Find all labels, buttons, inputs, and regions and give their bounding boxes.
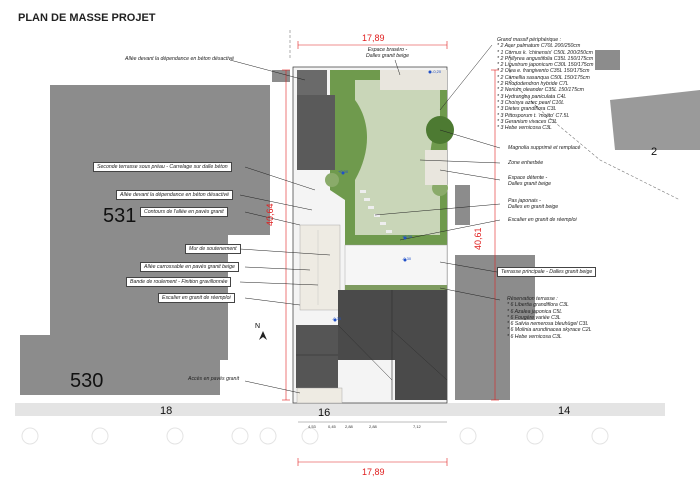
bottom-dimension: 2,88 xyxy=(345,424,353,429)
label-allee-carrossable: Allée carrossable en pavés granit beige xyxy=(140,262,239,273)
reservation-plant-item: * 6 Hebe vernicosa C3L xyxy=(507,333,562,340)
massif-plant-item: * 2 Olea e. frangivento C35L 150/175cm xyxy=(497,68,590,75)
label-japonais-line1: Pas japonais - xyxy=(508,198,541,204)
acces-paves xyxy=(296,387,343,404)
label-espace-detente: Espace détente - Dalles granit beige xyxy=(506,175,553,188)
street-number-14: 14 xyxy=(558,405,571,417)
label-brasero-line1: Espace braséro - xyxy=(367,47,408,53)
label-pas-japonais: Pas japonais - Dalles en granit beige xyxy=(506,198,561,211)
street-number-16: 16 xyxy=(318,407,331,419)
label-magnolia: Magnolia supprimé et remplacé xyxy=(506,145,583,152)
reservation-title: Réservation terrasse : xyxy=(507,296,558,302)
massif-plant-item: * 3 Hebe vernicosa C3L xyxy=(497,125,552,132)
level-label: +0,00 xyxy=(338,169,349,174)
parcel-531: 531 xyxy=(103,205,137,227)
massif-plant-item: * 2 Phillyrea angustifolia C35L 150/175c… xyxy=(497,55,594,62)
level-label: -0,30 xyxy=(402,256,412,261)
label-reservation-terrasse: Réservation terrasse : * 6 Libertia gran… xyxy=(505,296,594,340)
plan-title: PLAN DE MASSE PROJET xyxy=(18,12,156,24)
massif-plant-item: * 2 Ligustrum japonicum C30L 150/175cm xyxy=(497,62,594,69)
building-far-right xyxy=(610,90,700,150)
street-number-18: 18 xyxy=(160,405,173,417)
reservation-plant-item: * 6 Libertia grandiflora C3L xyxy=(507,302,569,309)
label-bande-roulement: Bande de roulement - Finition gravillonn… xyxy=(126,277,232,288)
dimension-right: 40,61 xyxy=(473,227,483,250)
zone-enherbee xyxy=(355,80,440,235)
massif-plant-item: * 2 Camellia sasanqua C50L 150/175cm xyxy=(497,74,590,81)
building-right-small xyxy=(595,50,620,70)
massif-title: Grand massif périphérique : xyxy=(497,37,562,43)
reservation-plant-item: * 6 Molinia arundinacea skyrace C2L xyxy=(507,327,592,334)
parcel-2: 2 xyxy=(651,146,658,158)
level-label: -0,20 xyxy=(432,69,442,74)
allee-carrossable xyxy=(299,224,341,311)
bottom-dimension: 0,45 xyxy=(328,424,336,429)
level-label: +0,00 xyxy=(402,234,413,239)
massif-plant-item: * 3 Geranium vivaces C3L xyxy=(497,118,558,125)
label-grand-massif: Grand massif périphérique : * 2 Acer pal… xyxy=(495,37,596,131)
label-acces-paves: Accès en pavés granit xyxy=(188,376,240,382)
reservation-terrasse xyxy=(345,285,447,291)
preau xyxy=(297,70,327,95)
building-530 xyxy=(20,300,220,395)
building-right-mid xyxy=(455,185,470,225)
label-detente-line2: Dalles granit beige xyxy=(508,181,551,188)
label-seconde-terrasse: Seconde terrasse sous préau - Carrelage … xyxy=(93,162,232,173)
label-detente-line1: Espace détente - xyxy=(508,175,548,181)
dimension-left: 40,64 xyxy=(265,203,275,226)
label-escalier-droite: Escalier en granit de réemploi xyxy=(506,217,579,224)
massif-plant-item: * 3 Dietes grandiflora C3L xyxy=(497,106,557,113)
label-zone-enherbee: Zone enherbée xyxy=(506,160,546,167)
parcel-530: 530 xyxy=(70,370,104,392)
bottom-dimension: 2,88 xyxy=(369,424,377,429)
massif-plant-item: * 3 Choisya aztec pearl C10L xyxy=(497,99,565,106)
label-terrasse-principale: Terrasse principale - Dalles granit beig… xyxy=(497,267,597,278)
label-japonais-line2: Dalles en granit beige xyxy=(508,204,559,211)
reservation-plant-item: * 6 Azalea japonica C5L xyxy=(507,308,563,315)
label-brasero: Espace braséro - Dalles granit beige xyxy=(364,47,411,60)
north-label: N xyxy=(255,323,261,330)
label-contours-allee: Contours de l'allée en pavés granit xyxy=(140,207,228,218)
label-allee-dependance-2: Allée devant la dépendance en béton désa… xyxy=(116,190,234,201)
massif-plant-item: * 2 Acer palmatum C70L 200/250cm xyxy=(497,43,581,50)
massif-plant-item: * 2 Nerium oleander C35L 150/175cm xyxy=(497,87,584,94)
street-band xyxy=(15,403,665,416)
reservation-plant-item: * 6 Salvia nemerosa bleuhügel C3L xyxy=(507,321,589,328)
dependance xyxy=(297,95,335,170)
bottom-dimension: 7,12 xyxy=(413,424,421,429)
dimension-top: 17,89 xyxy=(362,33,385,43)
espace-brasero xyxy=(380,70,447,90)
label-brasero-line2: Dalles granit beige xyxy=(366,53,409,60)
tree xyxy=(325,173,339,187)
level-label: -0,30 xyxy=(332,316,342,321)
small-building-top xyxy=(272,70,290,82)
massif-plant-item: * 3 Pittosporum t. 'mojito' C7.5L xyxy=(497,112,570,119)
reservation-plant-item: * 6 Fougère variée C3L xyxy=(507,314,561,321)
espace-detente xyxy=(425,150,447,185)
label-allee-dependance-1: Allée devant la dépendance en béton désa… xyxy=(125,56,235,62)
dimension-bottom: 17,89 xyxy=(362,467,385,477)
building-531 xyxy=(50,85,270,360)
bottom-dimension: 4,53 xyxy=(308,424,316,429)
label-mur-soutenement: Mur de soutenement xyxy=(185,244,241,255)
label-escalier-gauche: Escalier en granit de réemploi xyxy=(158,293,235,304)
north-arrow-icon xyxy=(259,331,267,340)
massif-plant-item: * 2 Rhododendron hybride C7L xyxy=(497,81,569,88)
massif-plant-item: * 3 Hydrangea paniculata C4L xyxy=(497,93,567,100)
maison-toit xyxy=(338,290,447,400)
terrasse-principale xyxy=(344,244,448,291)
maison-toit-gauche xyxy=(296,325,338,388)
massif-plant-item: * 1 Cornus k. 'chinensis' C50L 200/250cm xyxy=(497,49,593,56)
